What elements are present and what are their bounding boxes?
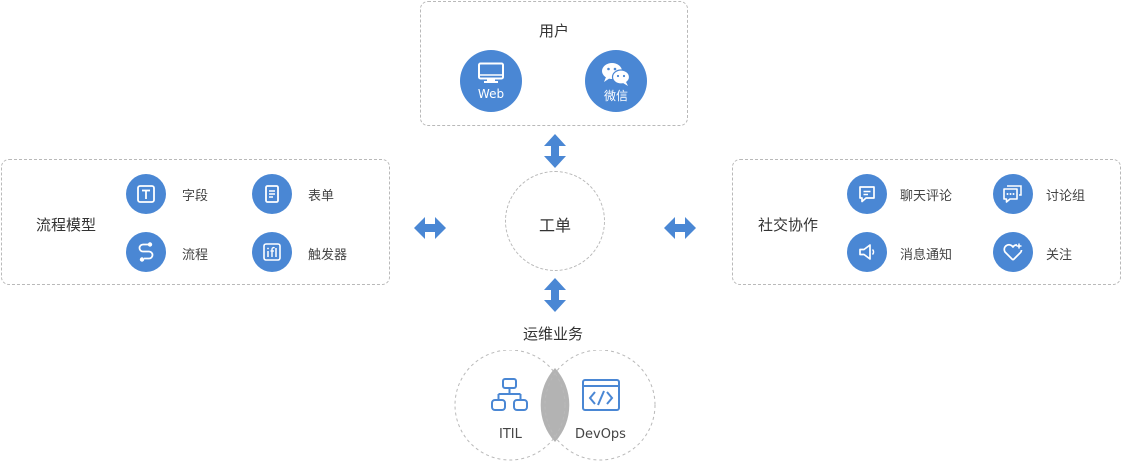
workflow-icon [138,242,154,262]
workflow-button[interactable] [126,232,166,272]
horizontal-arrow-left [414,217,446,239]
wechat-button[interactable]: 微信 [585,50,647,112]
notification-button[interactable] [847,232,887,272]
process-model-panel: 流程模型 字段 表单 流程 触发器 [1,159,390,285]
social-panel-title: 社交协作 [758,216,819,234]
web-button[interactable]: Web [460,50,522,112]
speaker-icon [859,244,875,260]
text-field-label: 字段 [182,189,209,204]
text-field-icon [137,185,155,203]
wechat-icon [602,63,631,86]
vertical-arrow-top [544,134,566,168]
work-order-node [505,171,605,271]
devops-label[interactable]: DevOps [575,427,626,442]
vertical-arrow-bottom [544,278,566,312]
follow-label: 关注 [1046,248,1073,263]
wechat-label: 微信 [603,89,628,103]
ops-title: 运维业务 [523,325,584,343]
discussion-icon [1003,185,1022,203]
social-panel: 社交协作 聊天评论 讨论组 消息通知 关注 [732,159,1121,285]
code-icon [582,379,620,411]
follow-button[interactable] [993,232,1033,272]
chat-label: 聊天评论 [900,189,953,204]
chat-button[interactable] [847,174,887,214]
work-order-title: 工单 [539,216,572,235]
chat-icon [859,186,875,203]
form-label: 表单 [308,189,335,204]
horizontal-arrow-right [664,217,696,239]
itil-ring [454,350,566,461]
text-field-button[interactable] [126,174,166,214]
ops-venn [454,350,656,461]
notification-label: 消息通知 [900,248,953,263]
heart-plus-icon [1003,243,1023,261]
itil-label[interactable]: ITIL [499,427,522,442]
trigger-label: 触发器 [308,248,348,263]
devops-ring [544,350,656,461]
user-panel-title: 用户 [539,22,570,40]
hierarchy-icon [491,378,528,411]
discussion-label: 讨论组 [1046,189,1086,204]
form-icon [265,185,279,203]
workflow-label: 流程 [182,248,209,263]
process-model-title: 流程模型 [36,216,97,234]
monitor-icon [478,62,504,83]
form-button[interactable] [252,174,292,214]
web-label: Web [477,87,505,101]
user-panel: 用户 Web 微信 [420,1,688,126]
trigger-button[interactable] [252,232,292,272]
trigger-icon [263,243,281,261]
discussion-button[interactable] [993,174,1033,214]
